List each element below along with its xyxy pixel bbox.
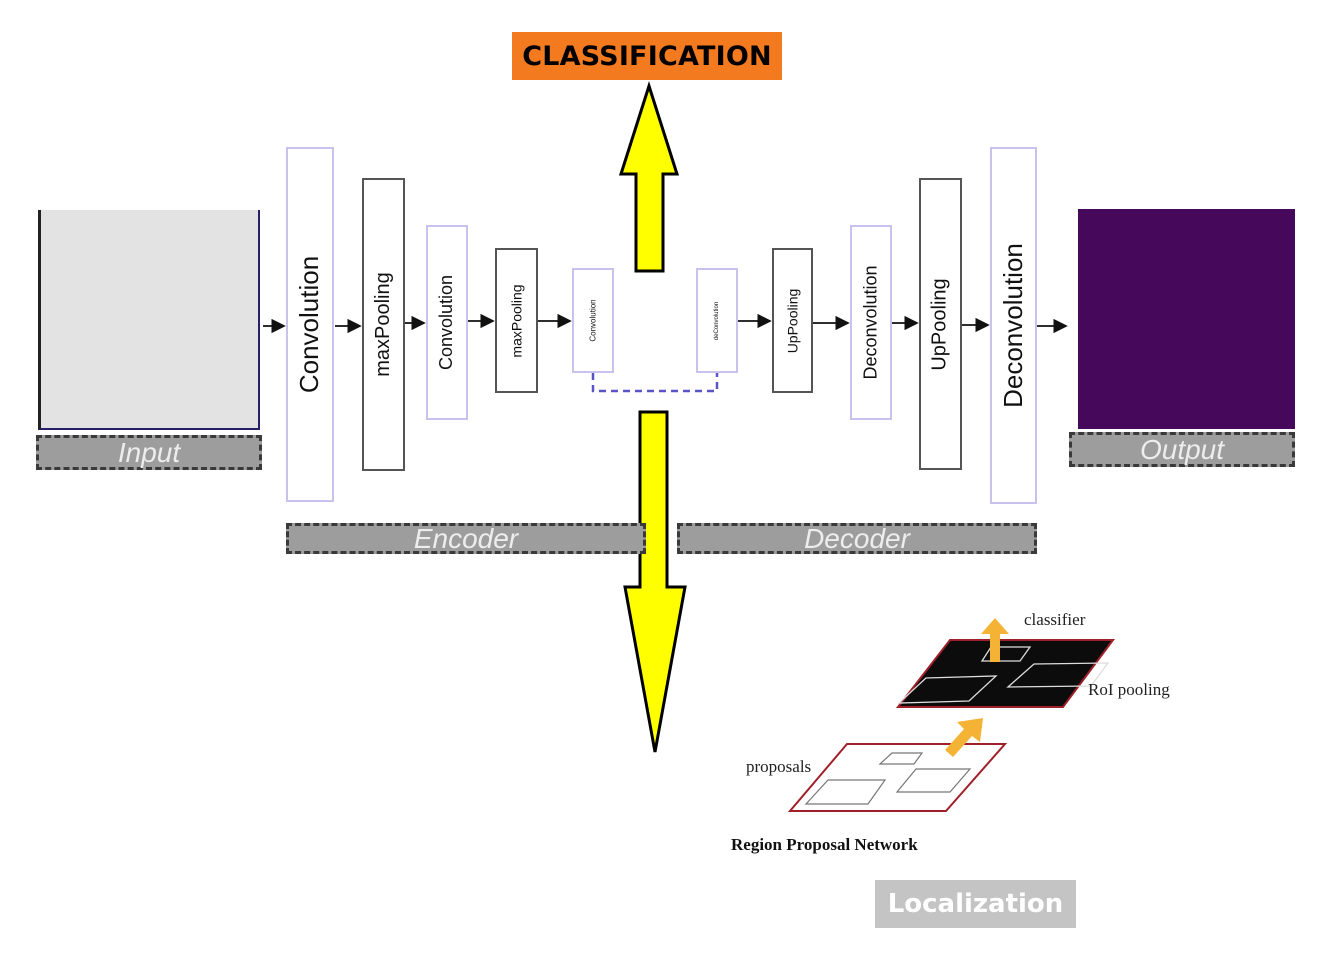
decoder-deconvolution-2: Deconvolution (850, 225, 892, 420)
roi-feature-map (895, 639, 1115, 708)
decoder-label: Decoder (677, 523, 1037, 554)
layer-label: deConvolution (714, 301, 720, 340)
input-label-text: Input (117, 436, 181, 468)
layer-label: Convolution (294, 255, 325, 394)
proposals-plane (787, 743, 1008, 812)
decoder-label-text: Decoder (804, 522, 910, 554)
layer-label: maxPooling (372, 272, 395, 377)
layer-label: Deconvolution (998, 243, 1028, 408)
up-arrow-icon (618, 81, 680, 273)
input-image (38, 210, 260, 430)
decoder-deconvolution-1: deConvolution (696, 268, 738, 373)
decoder-uppooling-2: UpPooling (919, 178, 962, 470)
output-label-text: Output (1139, 433, 1225, 465)
layer-label: Convolution (436, 274, 457, 371)
layer-label: UpPooling (784, 288, 801, 353)
layer-label: Convolution (588, 299, 598, 342)
localization-label: Localization (875, 880, 1076, 928)
rpn-figure (787, 618, 1115, 812)
classification-label: CLASSIFICATION (512, 32, 782, 80)
roi-pooling-label: RoI pooling (1088, 680, 1170, 699)
decoder-uppooling-1: UpPooling (772, 248, 813, 393)
layer-label: maxPooling (508, 283, 525, 358)
encoder-convolution-2: Convolution (426, 225, 468, 420)
encoder-label-text: Encoder (413, 522, 519, 554)
encoder-convolution-1: Convolution (286, 147, 334, 502)
rpn-arrow-diagonal-icon (945, 718, 983, 757)
encoder-maxpooling-2: maxPooling (495, 248, 538, 393)
input-label: Input (36, 435, 262, 470)
proposals-label: proposals (746, 757, 812, 776)
decoder-deconvolution-3: Deconvolution (990, 147, 1037, 504)
encoder-maxpooling-1: maxPooling (362, 178, 405, 471)
rpn-title: Region Proposal Network (731, 835, 918, 854)
rpn-arrow-up-icon (981, 618, 1009, 662)
encoder-convolution-3: Convolution (572, 268, 614, 373)
output-label: Output (1069, 432, 1295, 467)
flow-arrows (263, 313, 1068, 334)
encoder-label: Encoder (286, 523, 646, 554)
layer-label: UpPooling (929, 277, 952, 371)
skip-connection (591, 373, 719, 393)
output-image (1078, 209, 1295, 429)
down-arrow-icon (623, 410, 687, 753)
classifier-label: classifier (1024, 610, 1086, 629)
layer-label: Deconvolution (860, 265, 881, 380)
